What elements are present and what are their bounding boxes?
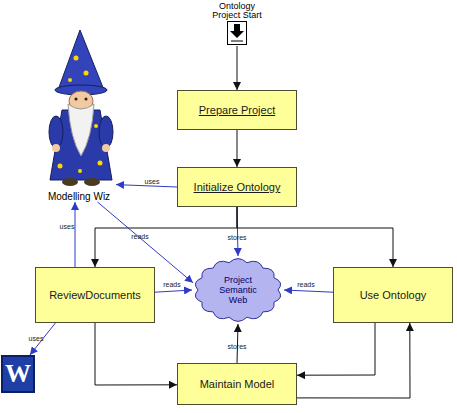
wizard-sleeve xyxy=(99,116,113,148)
connector xyxy=(95,207,237,267)
process-box: Use Ontology xyxy=(333,267,453,323)
tool-figure: Modelling Wiz xyxy=(42,28,116,202)
node-text: ReviewDocuments xyxy=(49,289,141,301)
wizard-beard xyxy=(68,104,94,156)
edge-label: uses xyxy=(60,223,75,230)
cloud-shape xyxy=(195,259,280,322)
connector xyxy=(237,46,238,90)
connector xyxy=(116,185,177,187)
wizard-eye xyxy=(85,98,88,101)
edge-label: uses xyxy=(145,178,160,185)
process-box: Prepare Project xyxy=(177,90,297,130)
edge-label: stores xyxy=(227,234,246,241)
connector xyxy=(297,323,375,375)
start-icon xyxy=(226,20,248,46)
connector xyxy=(284,290,333,292)
node-text: Modelling Wiz xyxy=(48,191,110,202)
wizard-foot xyxy=(62,178,78,186)
wizard-hat xyxy=(58,30,104,90)
connector xyxy=(98,202,194,283)
store-cloud: Project Semantic Web xyxy=(190,254,286,326)
process-box: Maintain Model xyxy=(177,363,297,405)
star xyxy=(74,56,79,61)
node-text: Ontology Project Start xyxy=(205,2,269,20)
star xyxy=(94,124,98,128)
edge-label: reads xyxy=(163,281,181,288)
star xyxy=(58,164,63,169)
connector xyxy=(95,323,177,385)
connector xyxy=(237,207,393,267)
edge-label: reads xyxy=(297,281,315,288)
connector xyxy=(155,290,192,292)
wizard-hand xyxy=(52,144,60,152)
star xyxy=(98,161,103,166)
wizard-sleeve xyxy=(49,116,63,148)
connector xyxy=(237,130,238,167)
start-icon-frame xyxy=(228,22,247,45)
node-text: Maintain Model xyxy=(200,378,275,390)
start-icon-arrow xyxy=(230,24,244,38)
connector xyxy=(237,207,238,256)
process-box: ReviewDocuments xyxy=(35,267,155,323)
start-event: Ontology Project Start xyxy=(205,2,269,46)
wizard-hand xyxy=(102,144,110,152)
edge-label: stores xyxy=(227,343,246,350)
wizard-eye xyxy=(75,98,78,101)
start-icon-bar xyxy=(231,41,243,42)
star xyxy=(68,78,72,82)
node-text: Project Semantic Web xyxy=(210,275,266,305)
edge-label: reads xyxy=(131,233,149,240)
wizard-illustration xyxy=(40,28,120,188)
connector xyxy=(297,323,410,398)
word-icon: W xyxy=(1,355,35,393)
connector xyxy=(75,202,76,267)
node-text: Initialize Ontology xyxy=(194,181,281,193)
star xyxy=(84,71,89,76)
node-text: Use Ontology xyxy=(360,289,427,301)
node-text: Prepare Project xyxy=(199,104,275,116)
node-text: W xyxy=(5,359,31,389)
wizard-foot xyxy=(84,178,100,186)
edge-label: uses xyxy=(29,335,44,342)
star xyxy=(78,169,82,173)
process-box: Initialize Ontology xyxy=(177,167,297,207)
